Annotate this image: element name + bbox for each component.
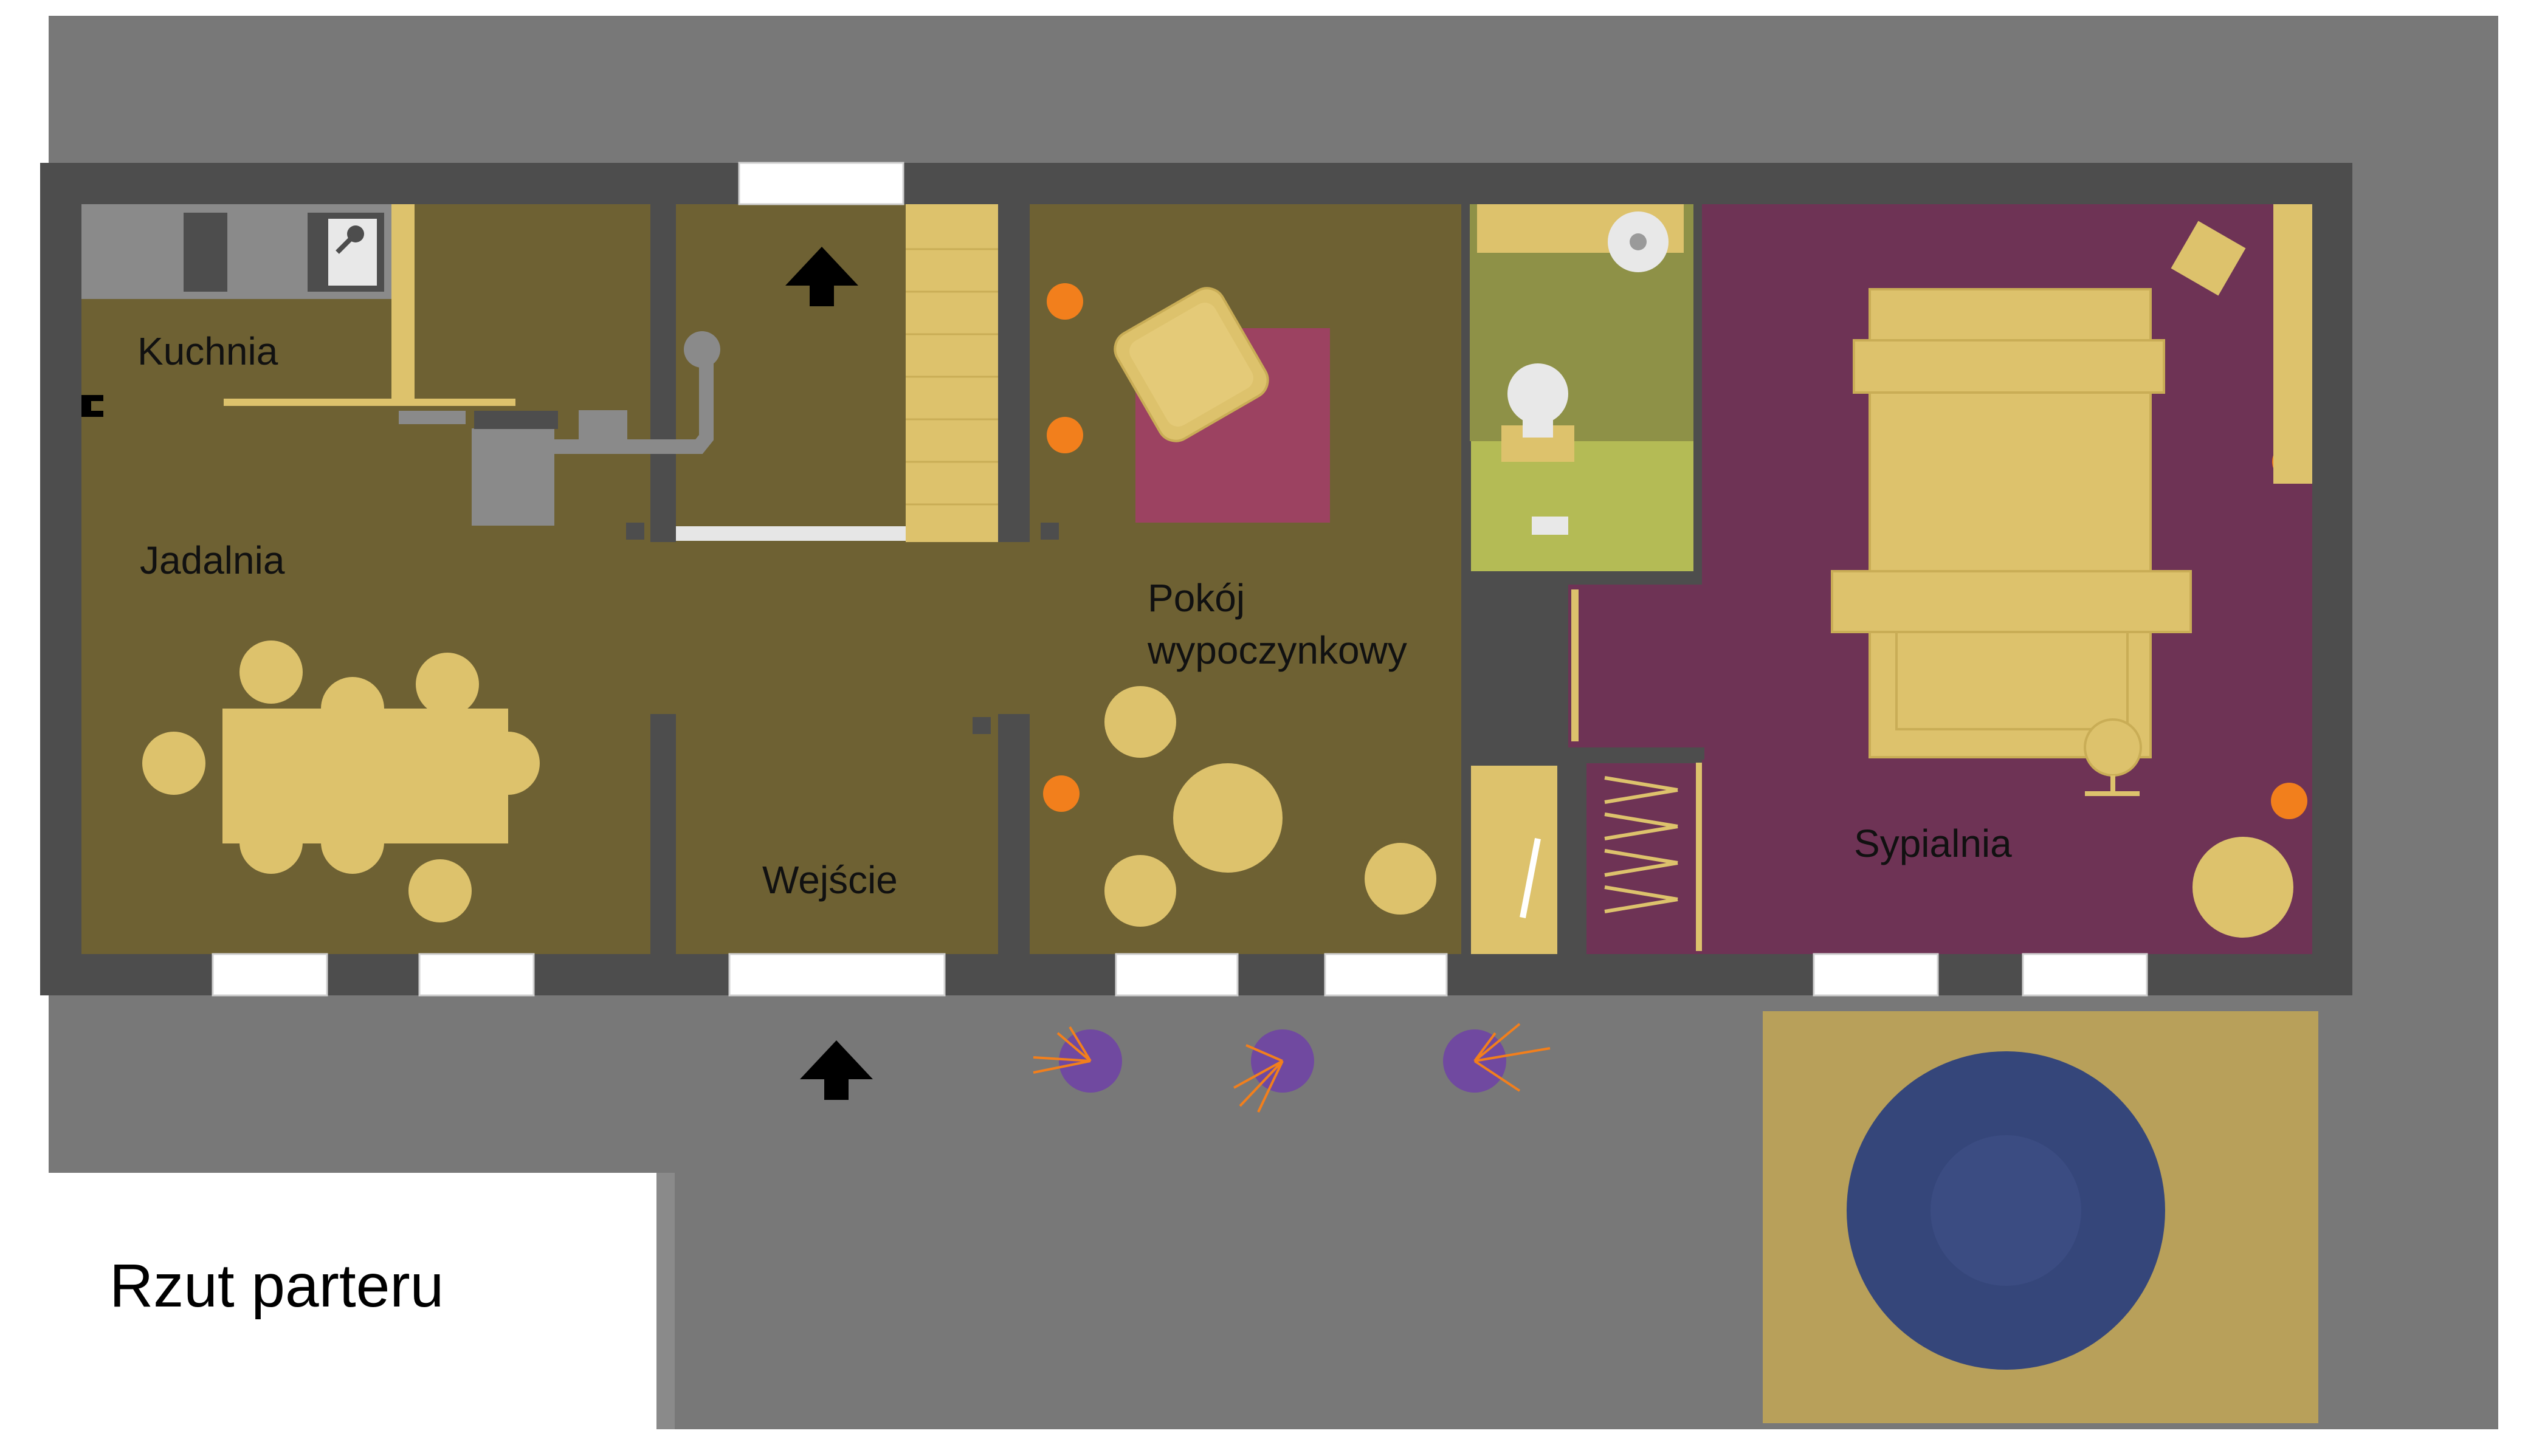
room-label-living-line1: Pokój	[1148, 576, 1245, 620]
pool-inner	[1931, 1135, 2081, 1286]
room-label-bedroom: Sypialnia	[1854, 822, 2012, 865]
room-label-dining: Jadalnia	[140, 538, 285, 582]
armchair	[1114, 287, 1269, 442]
bedroom-armchair	[2189, 833, 2297, 941]
bed	[1831, 288, 2192, 796]
room-label-entrance: Wejście	[762, 858, 898, 902]
coffee-table	[1101, 682, 1440, 930]
dining-table	[142, 640, 540, 922]
bathroom	[1461, 204, 1702, 585]
room-label-living-line2: wypoczynkowy	[1147, 628, 1407, 672]
stairs	[906, 204, 998, 542]
stove	[399, 331, 720, 526]
entrance-arrow-icon	[800, 1040, 873, 1100]
bedside-shelf	[2273, 204, 2312, 484]
wardrobe	[1461, 747, 1702, 954]
partition-white	[676, 526, 907, 541]
partition-light	[1571, 589, 1579, 741]
room-label-kitchen: Kuchnia	[137, 329, 278, 373]
planters	[1033, 1023, 1551, 1113]
plan-title: Rzut parteru	[109, 1252, 444, 1320]
internal-walls	[626, 204, 1704, 954]
windows	[212, 162, 2148, 997]
side-table	[2171, 221, 2246, 296]
entrance-arrow-icon	[785, 247, 858, 306]
kitchen-counter	[81, 204, 515, 417]
